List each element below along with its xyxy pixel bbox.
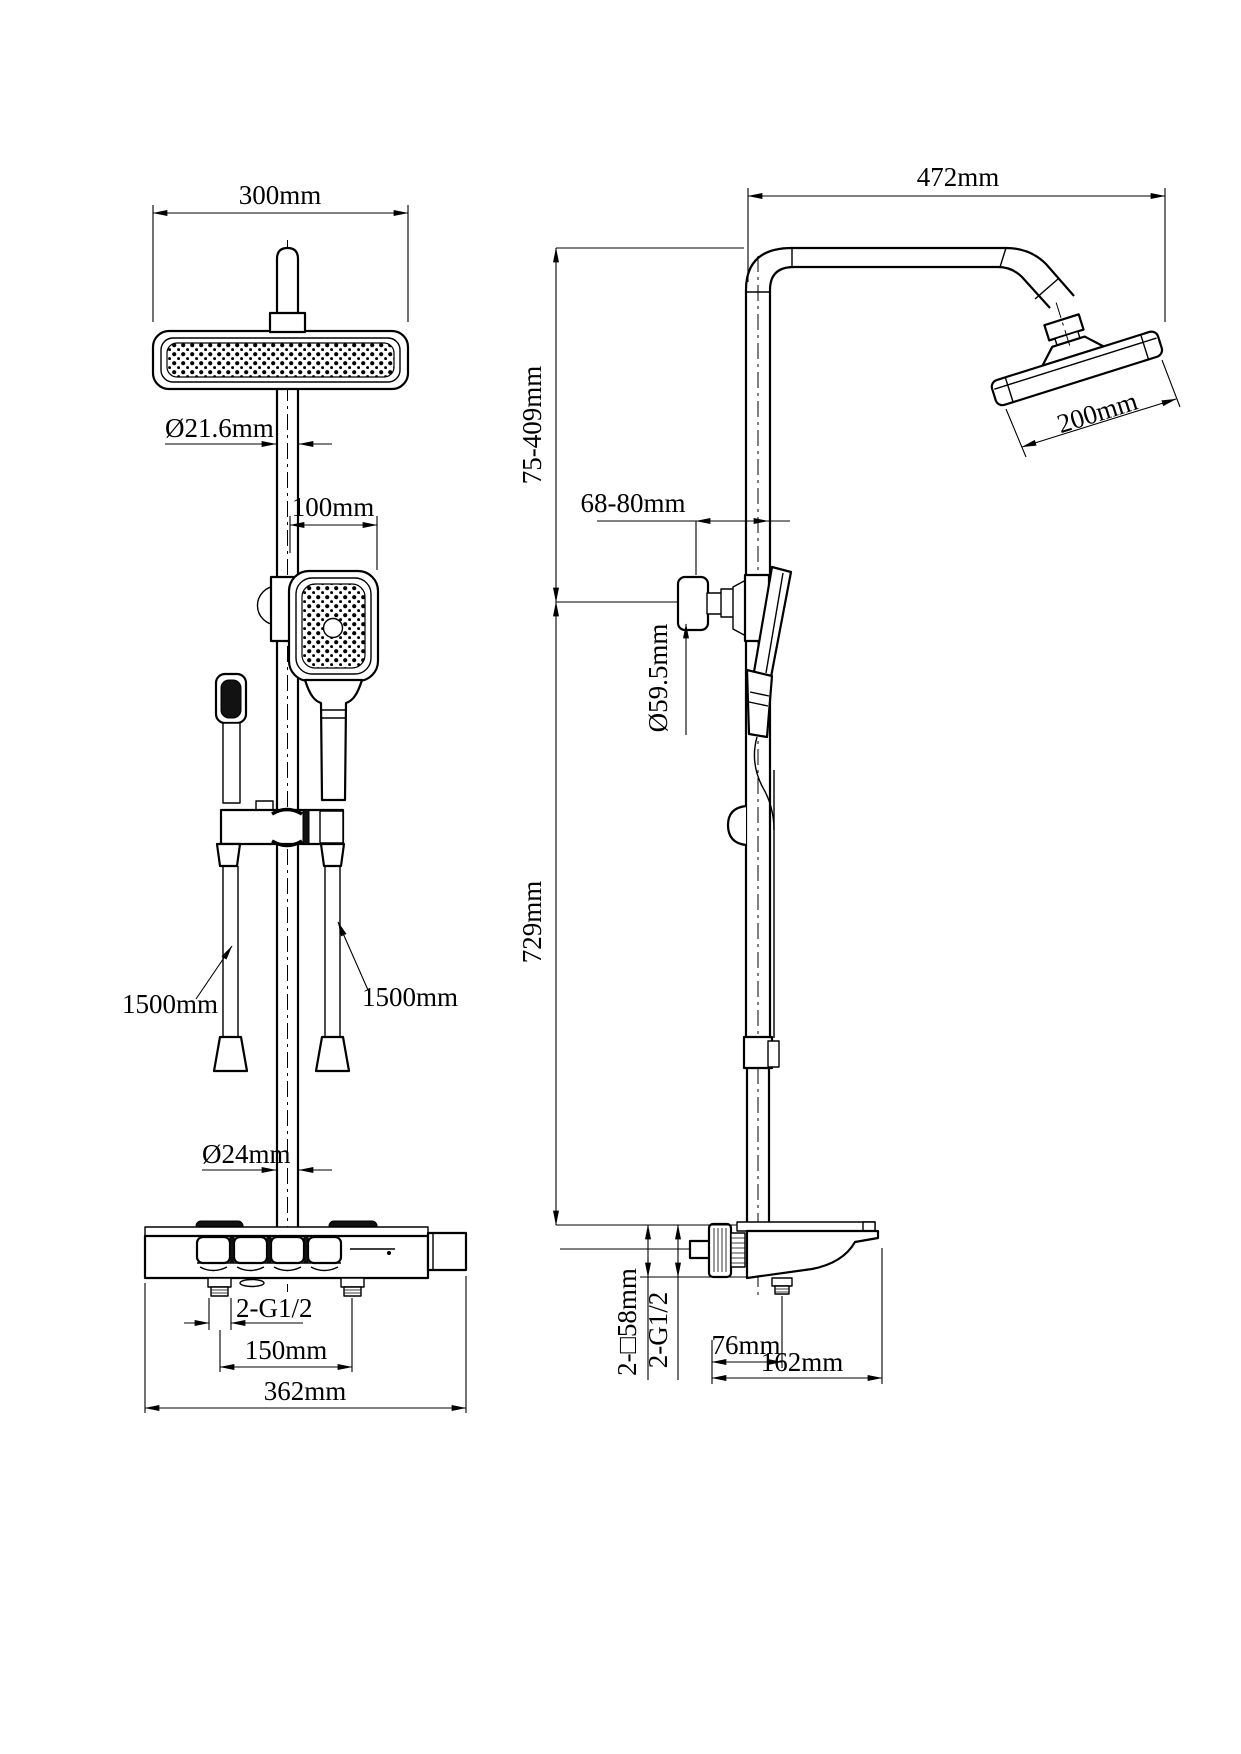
rain-head-rim xyxy=(160,337,401,383)
side-valve-plate-step xyxy=(862,1221,876,1232)
dim-head-size: 200mm xyxy=(1053,386,1141,439)
shower-arm-inner xyxy=(768,265,1051,312)
side-hose-curve xyxy=(753,736,775,831)
dim-head-width: 300mm xyxy=(239,180,322,210)
dim-bracket-dia: Ø59.5mm xyxy=(643,624,673,733)
pipe-through-arcs xyxy=(271,807,303,848)
inlet-right-thread xyxy=(343,1286,362,1297)
hose-end-right xyxy=(314,1035,351,1073)
hose-end-left xyxy=(212,1035,249,1073)
dim-outlet-offset: 76mm xyxy=(711,1330,780,1360)
side-head-seams xyxy=(994,334,1157,403)
side-head-assembly xyxy=(990,302,1164,407)
label-hose-right-length: 1500mm xyxy=(362,982,458,1012)
button-divider xyxy=(229,1236,235,1264)
hand-shower-rim xyxy=(295,577,372,675)
bottom-outlet xyxy=(771,1277,793,1287)
side-hose-end xyxy=(767,1040,780,1068)
head-axis-centerline xyxy=(1055,302,1072,349)
valve-top-plate xyxy=(144,1226,429,1237)
handle-rings xyxy=(321,709,346,719)
rain-head-spray-face xyxy=(166,342,395,378)
valve-body xyxy=(143,1234,430,1280)
thread-lines xyxy=(211,1289,228,1294)
hose-left xyxy=(222,866,239,1037)
ext-lines-362 xyxy=(144,1276,467,1413)
button-shadows xyxy=(199,1266,339,1272)
dim-68-80-lines xyxy=(597,520,790,575)
side-valve-plate xyxy=(736,1221,876,1232)
wall-bracket-plate xyxy=(676,575,710,632)
side-hand-shower-seam xyxy=(765,572,784,674)
hose-right xyxy=(324,866,341,1037)
bracket-stem-collar xyxy=(720,588,735,618)
button-divider xyxy=(266,1236,272,1264)
ref-lines-heights xyxy=(556,247,744,1226)
dim-column-dia: Ø24mm xyxy=(202,1139,291,1169)
arm-seams xyxy=(746,247,1059,300)
inlet-left xyxy=(207,1277,232,1288)
ext-lines-472 xyxy=(747,188,1166,322)
side-view: 472mm 200mm 75-409mm 729mm 68-80mm Ø59.5… xyxy=(517,162,1181,1384)
top-pipe-stub xyxy=(275,246,300,316)
ext-lines-100 xyxy=(289,516,378,570)
ext-lines-300 xyxy=(152,205,409,322)
dim-pipe-dia-top: Ø21.6mm xyxy=(165,413,274,443)
dim-line-200 xyxy=(1021,398,1177,448)
ext-lines-g12 xyxy=(208,1298,232,1330)
dim-inlet-thread: 2-G1/2 xyxy=(236,1293,313,1323)
knob-teeth xyxy=(730,1232,746,1268)
ext-lines-58 xyxy=(640,1224,747,1278)
leader-hose-left xyxy=(195,945,233,1000)
front-view: 300mm Ø21.6mm 100mm xyxy=(122,180,468,1413)
side-grip-rings xyxy=(748,691,770,707)
knob-knurling xyxy=(713,1228,727,1272)
riser-pipe xyxy=(275,389,300,1227)
dim-overall-width: 362mm xyxy=(264,1376,347,1406)
dim-arm-reach: 472mm xyxy=(917,162,1000,192)
bottom-outlet-thread xyxy=(774,1285,790,1295)
inlet-left-thread xyxy=(210,1286,229,1297)
dim-trim-size: 2-□58mm xyxy=(612,1268,642,1376)
button-divider xyxy=(303,1236,309,1264)
side-riser-lower xyxy=(745,1068,771,1222)
diverter-buttons xyxy=(195,1235,343,1272)
crossbar-divider xyxy=(302,809,310,845)
bracket-stem xyxy=(706,592,723,615)
dim-outlet-thread: 2-G1/2 xyxy=(643,1292,673,1369)
ext-lines-200 xyxy=(1005,359,1181,458)
leader-hose-right xyxy=(337,921,369,991)
hand-shower-handle xyxy=(303,678,364,802)
dim-inlet-spacing: 150mm xyxy=(245,1335,328,1365)
inlet-right xyxy=(340,1277,365,1288)
dim-column-height: 729mm xyxy=(517,881,547,964)
side-crossbar-profile xyxy=(726,804,747,847)
outlet-thread-lines xyxy=(775,1288,789,1293)
knob-stem xyxy=(688,1239,712,1260)
spray-wand-face xyxy=(220,679,242,719)
dim-hand-offset: 100mm xyxy=(292,492,375,522)
side-valve-body xyxy=(745,1229,880,1280)
head-connector-nut xyxy=(268,311,307,334)
thread-lines xyxy=(344,1289,361,1294)
spray-wand-body xyxy=(222,722,241,804)
knob-teeth-lines xyxy=(731,1237,745,1264)
hand-shower-center-nozzle xyxy=(322,617,344,639)
dim-upper-range: 75-409mm xyxy=(517,366,547,485)
inlet-connectors xyxy=(207,1277,365,1297)
dim-body-depth: 162mm xyxy=(761,1347,844,1377)
drain-slot xyxy=(239,1278,265,1288)
temperature-knob xyxy=(707,1222,733,1279)
dim-bracket-range: 68-80mm xyxy=(581,488,686,518)
valve-pin xyxy=(387,1251,391,1255)
label-hose-left-length: 1500mm xyxy=(122,989,218,1019)
hose-ferrule-left xyxy=(215,842,242,868)
hose-ferrule-right xyxy=(319,842,346,868)
crossbar-outlet-block xyxy=(319,810,344,844)
valve-side-block xyxy=(426,1231,468,1272)
